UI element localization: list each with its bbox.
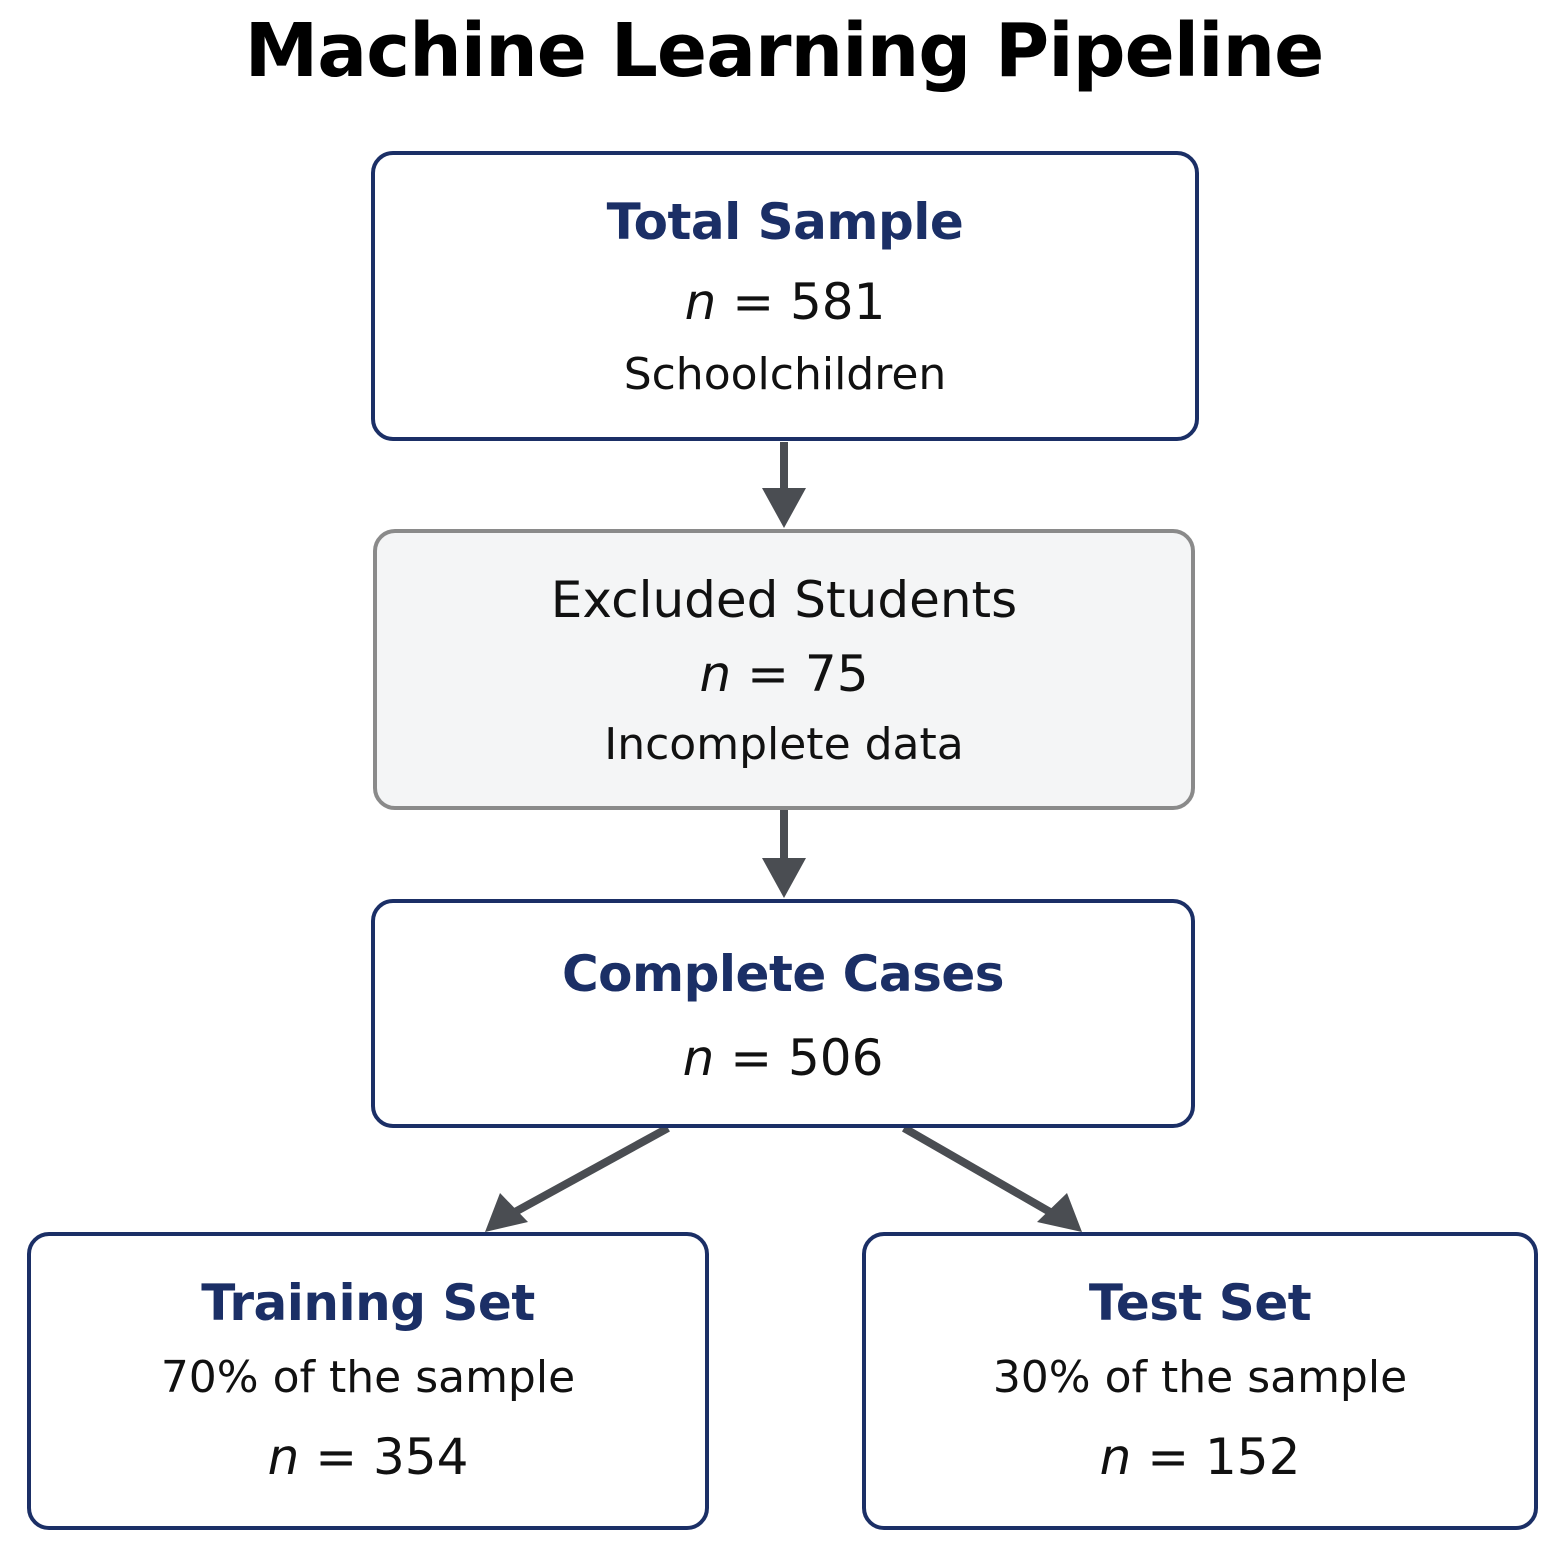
arrow-excluded-to-complete — [762, 810, 806, 898]
node-heading: Total Sample — [606, 193, 964, 251]
node-heading: Complete Cases — [561, 945, 1005, 1003]
node-description: Incomplete data — [604, 719, 964, 770]
node-count: n = 75 — [377, 645, 1191, 703]
node-description: 30% of the sample — [992, 1352, 1408, 1403]
node-count: n = 354 — [31, 1428, 705, 1486]
arrow-complete-to-training — [485, 1124, 670, 1232]
count-variable: n — [267, 1428, 300, 1486]
node-description: 70% of the sample — [160, 1352, 576, 1403]
count-value: = 506 — [730, 1029, 884, 1087]
count-value: = 152 — [1147, 1428, 1301, 1486]
node-heading: Training Set — [201, 1274, 535, 1332]
node-excluded-students: Excluded Students n = 75 Incomplete data — [373, 529, 1195, 810]
node-description: Schoolchildren — [623, 349, 947, 400]
node-count: n = 581 — [375, 273, 1195, 331]
count-variable: n — [1099, 1428, 1132, 1486]
node-heading: Excluded Students — [550, 571, 1018, 629]
count-value: = 75 — [747, 645, 869, 703]
node-heading: Test Set — [1088, 1274, 1312, 1332]
count-variable: n — [684, 273, 717, 331]
arrow-complete-to-test — [902, 1124, 1082, 1232]
count-value: = 354 — [315, 1428, 469, 1486]
count-variable: n — [699, 645, 732, 703]
node-count: n = 152 — [866, 1428, 1534, 1486]
node-training-set: Training Set 70% of the sample n = 354 — [27, 1232, 709, 1530]
node-complete-cases: Complete Cases n = 506 — [371, 899, 1195, 1128]
node-total-sample: Total Sample n = 581 Schoolchildren — [371, 151, 1199, 441]
diagram-title: Machine Learning Pipeline — [244, 8, 1325, 94]
arrow-total-to-excluded — [762, 442, 806, 528]
count-value: = 581 — [732, 273, 886, 331]
node-count: n = 506 — [375, 1029, 1191, 1087]
count-variable: n — [682, 1029, 715, 1087]
node-test-set: Test Set 30% of the sample n = 152 — [862, 1232, 1538, 1530]
